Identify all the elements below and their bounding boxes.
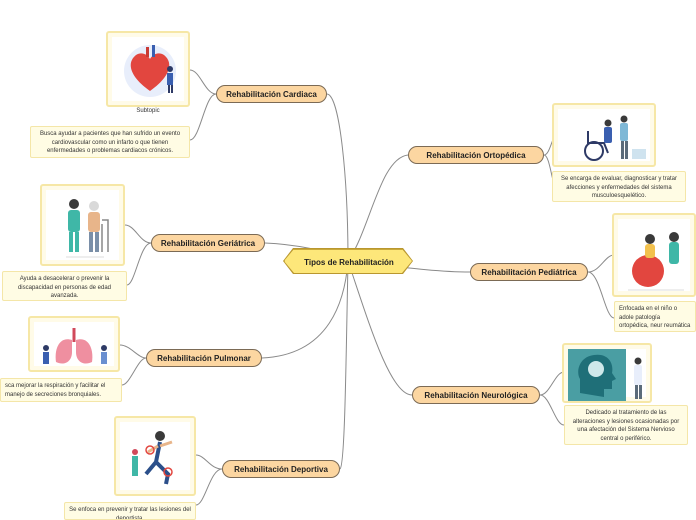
topic-rehabilitacion-geriatrica[interactable]: Rehabilitación Geriátrica (151, 234, 265, 252)
sports-image[interactable] (114, 416, 196, 496)
topic-rehabilitacion-ortopedica[interactable]: Rehabilitación Ortopédica (408, 146, 544, 164)
cardiac-subtopic[interactable]: Subtopic (136, 108, 160, 114)
topic-label: Rehabilitación Pulmonar (157, 353, 251, 363)
brain-head-icon (568, 349, 642, 401)
topic-rehabilitacion-neurologica[interactable]: Rehabilitación Neurológica (412, 386, 540, 404)
central-topic[interactable]: Tipos de Rehabilitación (284, 249, 412, 273)
cardiac-note[interactable]: Busca ayudar a pacientes que han sufrido… (30, 126, 190, 158)
pulmonary-note[interactable]: sca mejorar la respiración y facilitar e… (0, 378, 122, 402)
pediatric-image[interactable] (612, 213, 696, 297)
topic-rehabilitacion-pediatrica[interactable]: Rehabilitación Pediátrica (470, 263, 588, 281)
topic-rehabilitacion-deportiva[interactable]: Rehabilitación Deportiva (222, 460, 340, 478)
topic-label: Rehabilitación Neurológica (424, 390, 528, 400)
topic-label: Rehabilitación Deportiva (234, 464, 328, 474)
topic-label: Rehabilitación Ortopédica (426, 150, 526, 160)
wheelchair-therapy-icon (584, 115, 646, 161)
orthopedic-image[interactable] (552, 103, 656, 167)
elderly-care-icon (66, 199, 109, 258)
geriatric-image[interactable] (40, 184, 125, 266)
neurological-note[interactable]: Dedicado al tratamiento de las alteracio… (564, 405, 688, 445)
topic-rehabilitacion-pulmonar[interactable]: Rehabilitación Pulmonar (146, 349, 262, 367)
pulmonary-image[interactable] (28, 316, 120, 372)
topic-label: Rehabilitación Cardiaca (226, 89, 317, 99)
pediatric-note[interactable]: Enfocada en el niño o adole patología or… (614, 301, 696, 332)
orthopedic-note[interactable]: Se encarga de evaluar, diagnosticar y tr… (552, 171, 686, 202)
neurological-image[interactable] (562, 343, 652, 403)
child-exercise-ball-icon (628, 232, 684, 291)
central-topic-label: Tipos de Rehabilitación (304, 257, 394, 267)
runner-injury-icon (132, 431, 173, 485)
topic-label: Rehabilitación Pediátrica (481, 267, 577, 277)
cardiac-image[interactable] (106, 31, 190, 107)
topic-rehabilitacion-cardiaca[interactable]: Rehabilitación Cardiaca (216, 85, 327, 103)
geriatric-note[interactable]: Ayuda a desacelerar o prevenir la discap… (2, 271, 127, 301)
lungs-illustration-icon (43, 328, 107, 364)
heart-illustration-icon (124, 45, 176, 97)
sports-note[interactable]: Se enfoca en prevenir y tratar las lesio… (64, 502, 196, 520)
topic-label: Rehabilitación Geriátrica (160, 238, 256, 248)
